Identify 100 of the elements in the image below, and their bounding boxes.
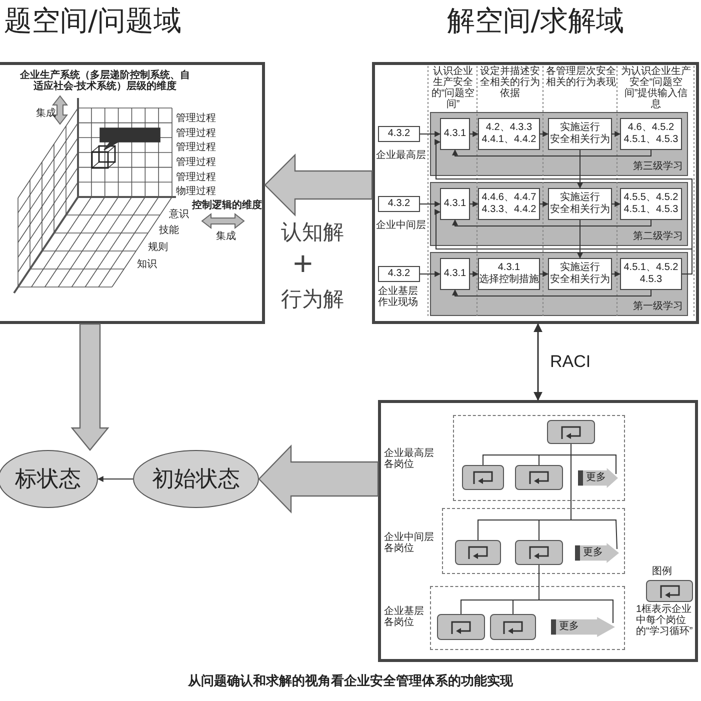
node-text: 实施运行 — [560, 192, 600, 204]
node-text: 4.5.1、4.5.3 — [624, 134, 678, 146]
process-box — [440, 188, 470, 220]
node-text: 4.3.1 — [444, 198, 466, 210]
arrow — [540, 131, 549, 137]
process-box — [378, 196, 420, 212]
block-arrow — [258, 444, 379, 514]
dashed-region — [442, 508, 625, 574]
panel — [378, 400, 698, 662]
more-tag — [551, 617, 615, 637]
node-text: 4.5.3 — [640, 274, 662, 286]
block-arrow — [70, 323, 110, 451]
role-box — [515, 540, 563, 565]
axis-title: 控制逻辑的维度 — [192, 200, 262, 211]
node-text: 4.3.3、4.4.2 — [482, 204, 536, 216]
arrow — [540, 201, 549, 207]
legend-text: 1框表示企业中每个岗位的“学习循环” — [636, 604, 694, 637]
node-text: 4.5.5、4.5.2 — [624, 192, 678, 204]
row-label: 企业中间层 — [376, 220, 427, 231]
arrow — [470, 271, 479, 277]
process-box — [440, 258, 470, 290]
row-label: 管理过程 — [176, 157, 216, 168]
node-text: 4.3.2 — [388, 128, 410, 140]
process-box — [378, 126, 420, 142]
panel-heading: 解空间/求解域 — [446, 4, 626, 38]
arrow — [452, 219, 652, 226]
row-label: 企业中间层各岗位 — [384, 532, 435, 554]
depth-label: 意识 — [169, 209, 189, 220]
row-label: 物理过程 — [176, 186, 216, 197]
process-box — [478, 258, 540, 290]
connector-line — [570, 444, 618, 550]
node-text: 初始状态 — [152, 465, 240, 493]
row-label: 管理过程 — [176, 172, 216, 183]
double-arrow — [534, 323, 542, 401]
depth-label: 技能 — [159, 225, 179, 236]
process-box — [620, 188, 682, 220]
role-box — [462, 465, 504, 490]
row-label: 企业基层各岗位 — [384, 606, 425, 628]
learning-level-band — [430, 252, 688, 316]
process-box — [440, 118, 470, 150]
arrow — [97, 476, 134, 482]
role-box — [490, 614, 536, 640]
arrow — [420, 271, 441, 277]
more-tag — [575, 543, 619, 563]
node-text: 实施运行 — [560, 262, 600, 274]
axis-note: 集成 — [36, 108, 56, 119]
row-label: 管理过程 — [176, 128, 216, 139]
role-box — [515, 465, 563, 490]
learning-level-band — [430, 112, 688, 176]
node-text: 4.2、4.3.3 — [486, 122, 532, 134]
depth-label: 知识 — [137, 259, 157, 270]
node-text: 4.3.1 — [444, 268, 466, 280]
caption: 从问题确认和求解的视角看企业安全管理体系的功能实现 — [186, 672, 514, 690]
learning-level-band — [430, 182, 688, 246]
arrow — [470, 201, 479, 207]
arrow — [540, 271, 549, 277]
band-label: 第二级学习 — [633, 231, 683, 243]
column-header: 为认识企业生产安全“问题空间”提供输入信息 — [620, 66, 692, 110]
node-text: 4.3.2 — [388, 198, 410, 210]
arrow — [420, 131, 441, 137]
node-text: 更多 — [583, 547, 603, 558]
node-text: 4.4.1、4.4.2 — [482, 134, 536, 146]
annotation-text: 行为解 — [281, 288, 344, 312]
node-text: 4.3.1 — [444, 128, 466, 140]
dashed-region — [430, 586, 625, 650]
node-text: 安全相关行为 — [550, 134, 610, 146]
process-box — [478, 188, 540, 220]
more-tag — [578, 468, 618, 488]
row-label: 企业基层作业现场 — [378, 286, 419, 308]
column-header: 各管理层次安全相关的行为表现 — [546, 66, 616, 88]
role-box — [455, 540, 501, 565]
axis-note: 集成 — [216, 231, 236, 242]
node-text: 4.5.1、4.5.2 — [624, 262, 678, 274]
process-box — [378, 266, 420, 282]
column-header: 认识企业生产安全的“问题空间” — [430, 66, 476, 110]
process-box — [620, 118, 682, 150]
process-box — [478, 118, 540, 150]
arrow — [452, 149, 652, 156]
node-text: 安全相关行为 — [550, 274, 610, 286]
depth-label: 规则 — [148, 242, 168, 253]
arrow — [612, 131, 621, 137]
band-label: 第三级学习 — [633, 161, 683, 173]
arrow — [577, 150, 583, 189]
row-label: 管理过程 — [176, 113, 216, 124]
column-header: 设定并描述安全相关的行为依据 — [479, 66, 541, 99]
arrow — [577, 220, 583, 259]
process-box — [620, 258, 682, 290]
role-box — [437, 614, 485, 640]
node-text: 4.5.1、4.5.3 — [624, 204, 678, 216]
node-text: 标状态 — [15, 465, 81, 493]
arrow — [470, 131, 479, 137]
node-text: 更多 — [559, 621, 579, 632]
node-text: 实施运行 — [560, 122, 600, 134]
axis-title: 企业生产系统（多层递阶控制系统、自适应社会-技术系统）层级的维度 — [19, 70, 191, 92]
legend-title: 图例 — [652, 566, 672, 577]
arrow — [612, 271, 621, 277]
arrow — [420, 201, 441, 207]
node-text: 4.3.2 — [388, 268, 410, 280]
node-text: 选择控制措施 — [479, 274, 539, 286]
band-label: 第一级学习 — [633, 301, 683, 313]
